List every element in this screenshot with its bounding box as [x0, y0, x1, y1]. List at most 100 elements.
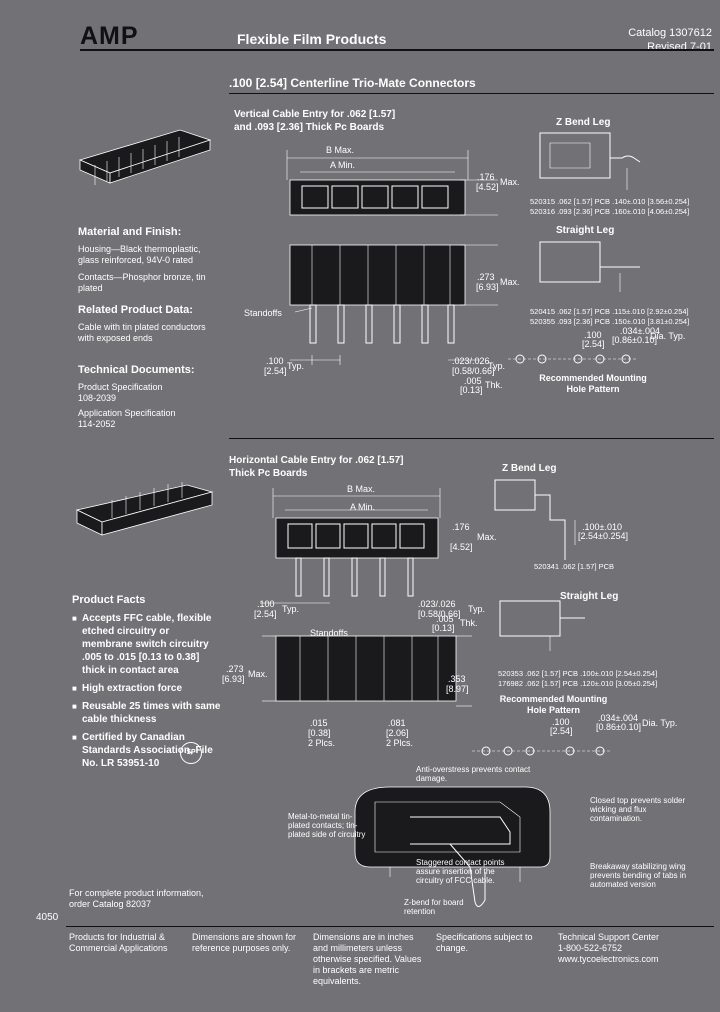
revised-date: Revised 7-01: [647, 41, 712, 53]
h-standoffs: Standoffs: [310, 628, 348, 638]
v-mounting-line1: Recommended Mounting: [539, 373, 647, 383]
h-mounting-title: Recommended Mounting Hole Pattern: [486, 694, 621, 716]
h-dim-176-mm: [4.52]: [450, 542, 473, 552]
v-straight-heading: Straight Leg: [556, 225, 615, 236]
v-z-bend-heading: Z Bend Leg: [556, 117, 611, 128]
h-straight-heading: Straight Leg: [560, 591, 619, 602]
v-z-bend-drawing: [539, 132, 641, 190]
v-hole-dim-2-mm: [0.86±0.10]: [612, 335, 657, 345]
related-text: Cable with tin plated conductors with ex…: [78, 322, 206, 343]
v-dim-176-mm: [4.52]: [476, 182, 499, 192]
complete-info-line1: For complete product information,: [69, 888, 204, 898]
section-title: .100 [2.54] Centerline Trio-Mate Connect…: [229, 76, 476, 90]
h-two-plcs-2: 2 Plcs.: [386, 738, 414, 748]
h-hole-dim-1: .100: [552, 717, 570, 727]
h-dim-100-mm: [2.54]: [254, 609, 277, 619]
footer-col1: Products for Industrial & Commercial App…: [69, 932, 168, 953]
horizontal-heading-line2: Thick Pc Boards: [229, 468, 308, 479]
h-dim-176: .176: [452, 522, 470, 532]
v-pn-s2: 520355 .093 [2.36] PCB .150±.010 [3.81±0…: [530, 317, 690, 326]
h-pin-typ: Typ.: [468, 604, 486, 614]
support-center-label: Technical Support Center: [558, 932, 660, 942]
callout-closed-top: Closed top prevents solder wicking and f…: [590, 796, 686, 823]
h-straight-drawing: [499, 600, 585, 651]
footer-col2: Dimensions are shown for reference purpo…: [192, 932, 297, 953]
contacts-text: Contacts—Phosphor bronze, tin plated: [78, 272, 206, 293]
v-dim-100: .100: [266, 356, 284, 366]
callout-anti-overstress: Anti-overstress prevents contact damage.: [416, 765, 531, 783]
v-dim-005-mm: [0.13]: [460, 385, 483, 395]
h-dim-005: .005: [436, 614, 454, 624]
horizontal-heading-line1: Horizontal Cable Entry for .062 [1.57]: [229, 455, 404, 466]
h-thk: Thk.: [460, 618, 478, 628]
h-dim-pin: .023/.026: [418, 599, 456, 609]
app-spec-label: Application Specification: [78, 408, 176, 418]
v-dim-pin-mm: [0.58/0.66]: [452, 366, 495, 376]
h-dia-typ: Dia. Typ.: [642, 718, 678, 728]
v-thk: Thk.: [485, 380, 503, 390]
h-a-min: A Min.: [350, 502, 376, 512]
section-divider: [229, 438, 714, 439]
h-two-plcs-1: 2 Plcs.: [308, 738, 336, 748]
callout-z-bend: Z-bend for board retention: [404, 898, 464, 916]
horizontal-front-drawing: [260, 488, 472, 707]
v-dia-typ: Dia. Typ.: [650, 331, 686, 341]
v-dim-176: .176: [477, 172, 495, 182]
v-standoffs: Standoffs: [244, 308, 282, 318]
v-dim-273: .273: [477, 272, 495, 282]
h-hole-dim-1-mm: [2.54]: [550, 726, 573, 736]
h-z-bend-drawing: [494, 479, 576, 560]
related-heading: Related Product Data:: [78, 304, 193, 316]
csa-mark-icon: SP: [180, 742, 202, 764]
housing-text: Housing—Black thermoplastic, glass reinf…: [78, 244, 201, 265]
callout-staggered: Staggered contact points assure insertio…: [416, 858, 505, 885]
h-dim-081: .081: [388, 718, 406, 728]
h-hole-pattern: [472, 746, 610, 756]
material-heading: Material and Finish:: [78, 226, 182, 238]
v-dim-100-mm: [2.54]: [264, 366, 287, 376]
callout-breakaway: Breakaway stabilizing wing prevents bend…: [590, 862, 687, 889]
h-pn-s2: 176982 .062 [1.57] PCB .120±.010 [3.05±0…: [498, 679, 658, 688]
h-hole-dim-2: .034±.004: [598, 713, 638, 723]
h-dim-100: .100: [257, 599, 275, 609]
h-dim-353-mm: [8.97]: [446, 684, 469, 694]
h-pn-z: 520341 .062 [1.57] PCB: [534, 562, 615, 571]
v-b-max: B Max.: [326, 145, 355, 155]
h-dim-015-mm: [0.38]: [308, 728, 331, 738]
h-dim-353: .353: [448, 674, 466, 684]
h-hole-dim-2-mm: [0.86±0.10]: [596, 722, 641, 732]
v-dim-pin: .023/.026: [452, 356, 490, 366]
vertical-heading-line2: and .093 [2.36] Thick Pc Boards: [234, 122, 385, 133]
v-hole-dim-1-mm: [2.54]: [582, 339, 605, 349]
product-spec-number: 108-2039: [78, 393, 117, 403]
v-hole-dim-1: .100: [584, 330, 602, 340]
v-pn-z1: 520315 .062 [1.57] PCB .140±.010 [3.56±0…: [530, 197, 690, 206]
section-rule: [229, 93, 714, 94]
v-max-2: Max.: [500, 277, 520, 287]
h-mounting-line2: Hole Pattern: [526, 705, 580, 715]
h-max-2: Max.: [248, 669, 268, 679]
footer-col3: Dimensions are in inches and millimeters…: [313, 932, 422, 986]
v-a-min: A Min.: [330, 160, 356, 170]
v-mounting-title: Recommended Mounting Hole Pattern: [528, 373, 658, 395]
horizontal-connector-photo: [75, 482, 214, 536]
vertical-front-drawing: [286, 150, 498, 365]
cross-section-drawing: [354, 786, 551, 907]
h-z-bend-heading: Z Bend Leg: [502, 463, 557, 474]
facts-list: Accepts FFC cable, flexible etched circu…: [72, 612, 222, 775]
h-pn-s1: 520353 .062 [1.57] PCB .100±.010 [2.54±0…: [498, 669, 658, 678]
app-spec-number: 114-2052: [78, 419, 116, 429]
h-dim-273-mm: [6.93]: [222, 674, 245, 684]
h-z-dim-mm: [2.54±0.254]: [578, 531, 628, 541]
v-mounting-line2: Hole Pattern: [566, 384, 620, 394]
h-dim-005-mm: [0.13]: [432, 623, 455, 633]
v-typ: Typ.: [287, 361, 305, 371]
footer-col5: Technical Support Center 1-800-522-6752 …: [558, 932, 698, 965]
h-dim-pin-mm: [0.58/0.66]: [418, 609, 461, 619]
v-hole-dim-2: .034±.004: [620, 326, 660, 336]
support-website: www.tycoelectronics.com: [558, 954, 659, 964]
tech-heading: Technical Documents:: [78, 364, 195, 376]
v-max-1: Max.: [500, 177, 520, 187]
callout-metal-to-metal: Metal-to-metal tin-plated contacts; tin-…: [288, 812, 366, 839]
h-dim-015: .015: [310, 718, 328, 728]
